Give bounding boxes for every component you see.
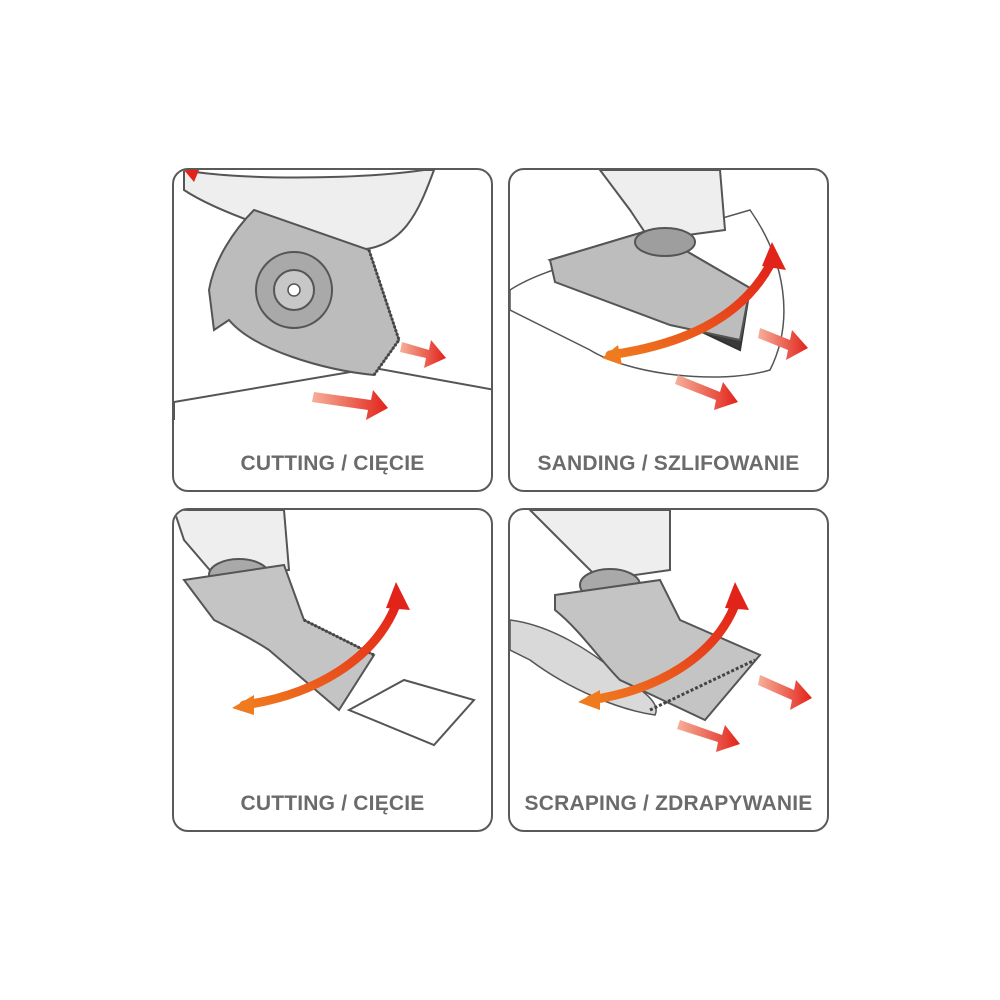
arc-arrowhead-up (386, 582, 410, 610)
plunge-cutting-illustration (174, 510, 476, 747)
panel-cutting-plunge: CUTTING / CIĘCIE (172, 508, 493, 832)
panel-scraping: SCRAPING / ZDRAPYWANIE (508, 508, 829, 832)
oscillation-arc (585, 600, 740, 705)
cutting-segment-illustration (174, 170, 491, 420)
workpiece-board (174, 366, 491, 420)
panel-caption: SANDING / SZLIFOWANIE (537, 452, 800, 475)
scraper-edge (649, 658, 756, 712)
scraper-blade (554, 578, 762, 722)
motion-arrow-down (677, 720, 740, 752)
oscillation-arc (239, 600, 401, 710)
arc-arrowhead-up (725, 582, 749, 610)
motion-arrow-right (758, 675, 812, 710)
scraping-illustration (510, 510, 812, 752)
cut-opening (346, 678, 476, 747)
blade-center-hole (287, 283, 301, 297)
panel-caption: SCRAPING / ZDRAPYWANIE (524, 792, 813, 815)
motion-arrow-upper (400, 340, 446, 368)
arc-arrowhead-left (578, 690, 600, 710)
panel-caption: CUTTING / CIĘCIE (240, 792, 425, 815)
pad-mount (634, 227, 696, 257)
motion-arrow-down (675, 375, 738, 410)
tool-accent (184, 170, 199, 182)
panel-caption: CUTTING / CIĘCIE (240, 452, 425, 475)
motion-arrow-right (758, 328, 808, 360)
oscillation-arc (605, 260, 775, 360)
arc-arrowhead-up (762, 242, 786, 270)
panel-cutting-segment: CUTTING / CIĘCIE (172, 168, 493, 492)
plunge-blade (182, 563, 376, 712)
arc-arrowhead-left (232, 695, 254, 715)
panel-sanding: SANDING / SZLIFOWANIE (508, 168, 829, 492)
sanding-illustration (510, 170, 808, 410)
arc-arrowhead-left (602, 345, 622, 365)
motion-arrow-lower (312, 390, 388, 420)
